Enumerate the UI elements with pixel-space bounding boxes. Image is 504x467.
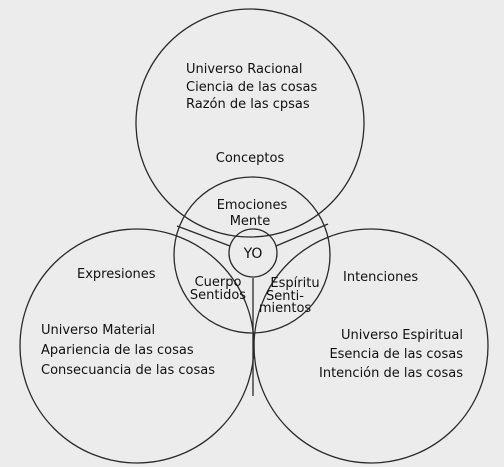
core-label: YO: [243, 246, 263, 262]
core-circle: [228, 228, 278, 278]
feelings-label-1: Senti-: [266, 289, 304, 304]
concepts-label: Conceptos: [216, 151, 285, 166]
emotions-label: Emociones: [217, 198, 288, 213]
left-circle-line-3: Consecuancia de las cosas: [41, 363, 215, 378]
top-circle-line-2: Ciencia de las cosas: [186, 80, 317, 95]
feelings-label-2: mientos: [259, 301, 312, 316]
top-circle: [135, 8, 365, 238]
senses-label: Sentidos: [190, 288, 246, 303]
intentions-label: Intenciones: [343, 270, 418, 285]
right-circle: [253, 228, 489, 464]
body-label: Cuerpo: [195, 275, 242, 290]
left-circle-line-1: Universo Material: [41, 323, 155, 338]
top-circle-line-3: Razón de las cpsas: [186, 97, 310, 112]
center-circle: [173, 176, 331, 334]
right-circle-line-3: Intención de las cosas: [319, 366, 463, 381]
spirit-label: Espíritu: [270, 276, 319, 291]
top-circle-line-1: Universo Racional: [186, 62, 303, 77]
divider-left: [176, 225, 231, 247]
right-circle-line-1: Universo Espiritual: [341, 328, 463, 343]
right-circle-line-2: Esencia de las cosas: [329, 347, 463, 362]
divider-right: [275, 223, 329, 247]
mind-label: Mente: [230, 214, 271, 229]
expressions-label: Expresiones: [77, 267, 156, 282]
left-circle-line-2: Apariencia de las cosas: [41, 343, 194, 358]
